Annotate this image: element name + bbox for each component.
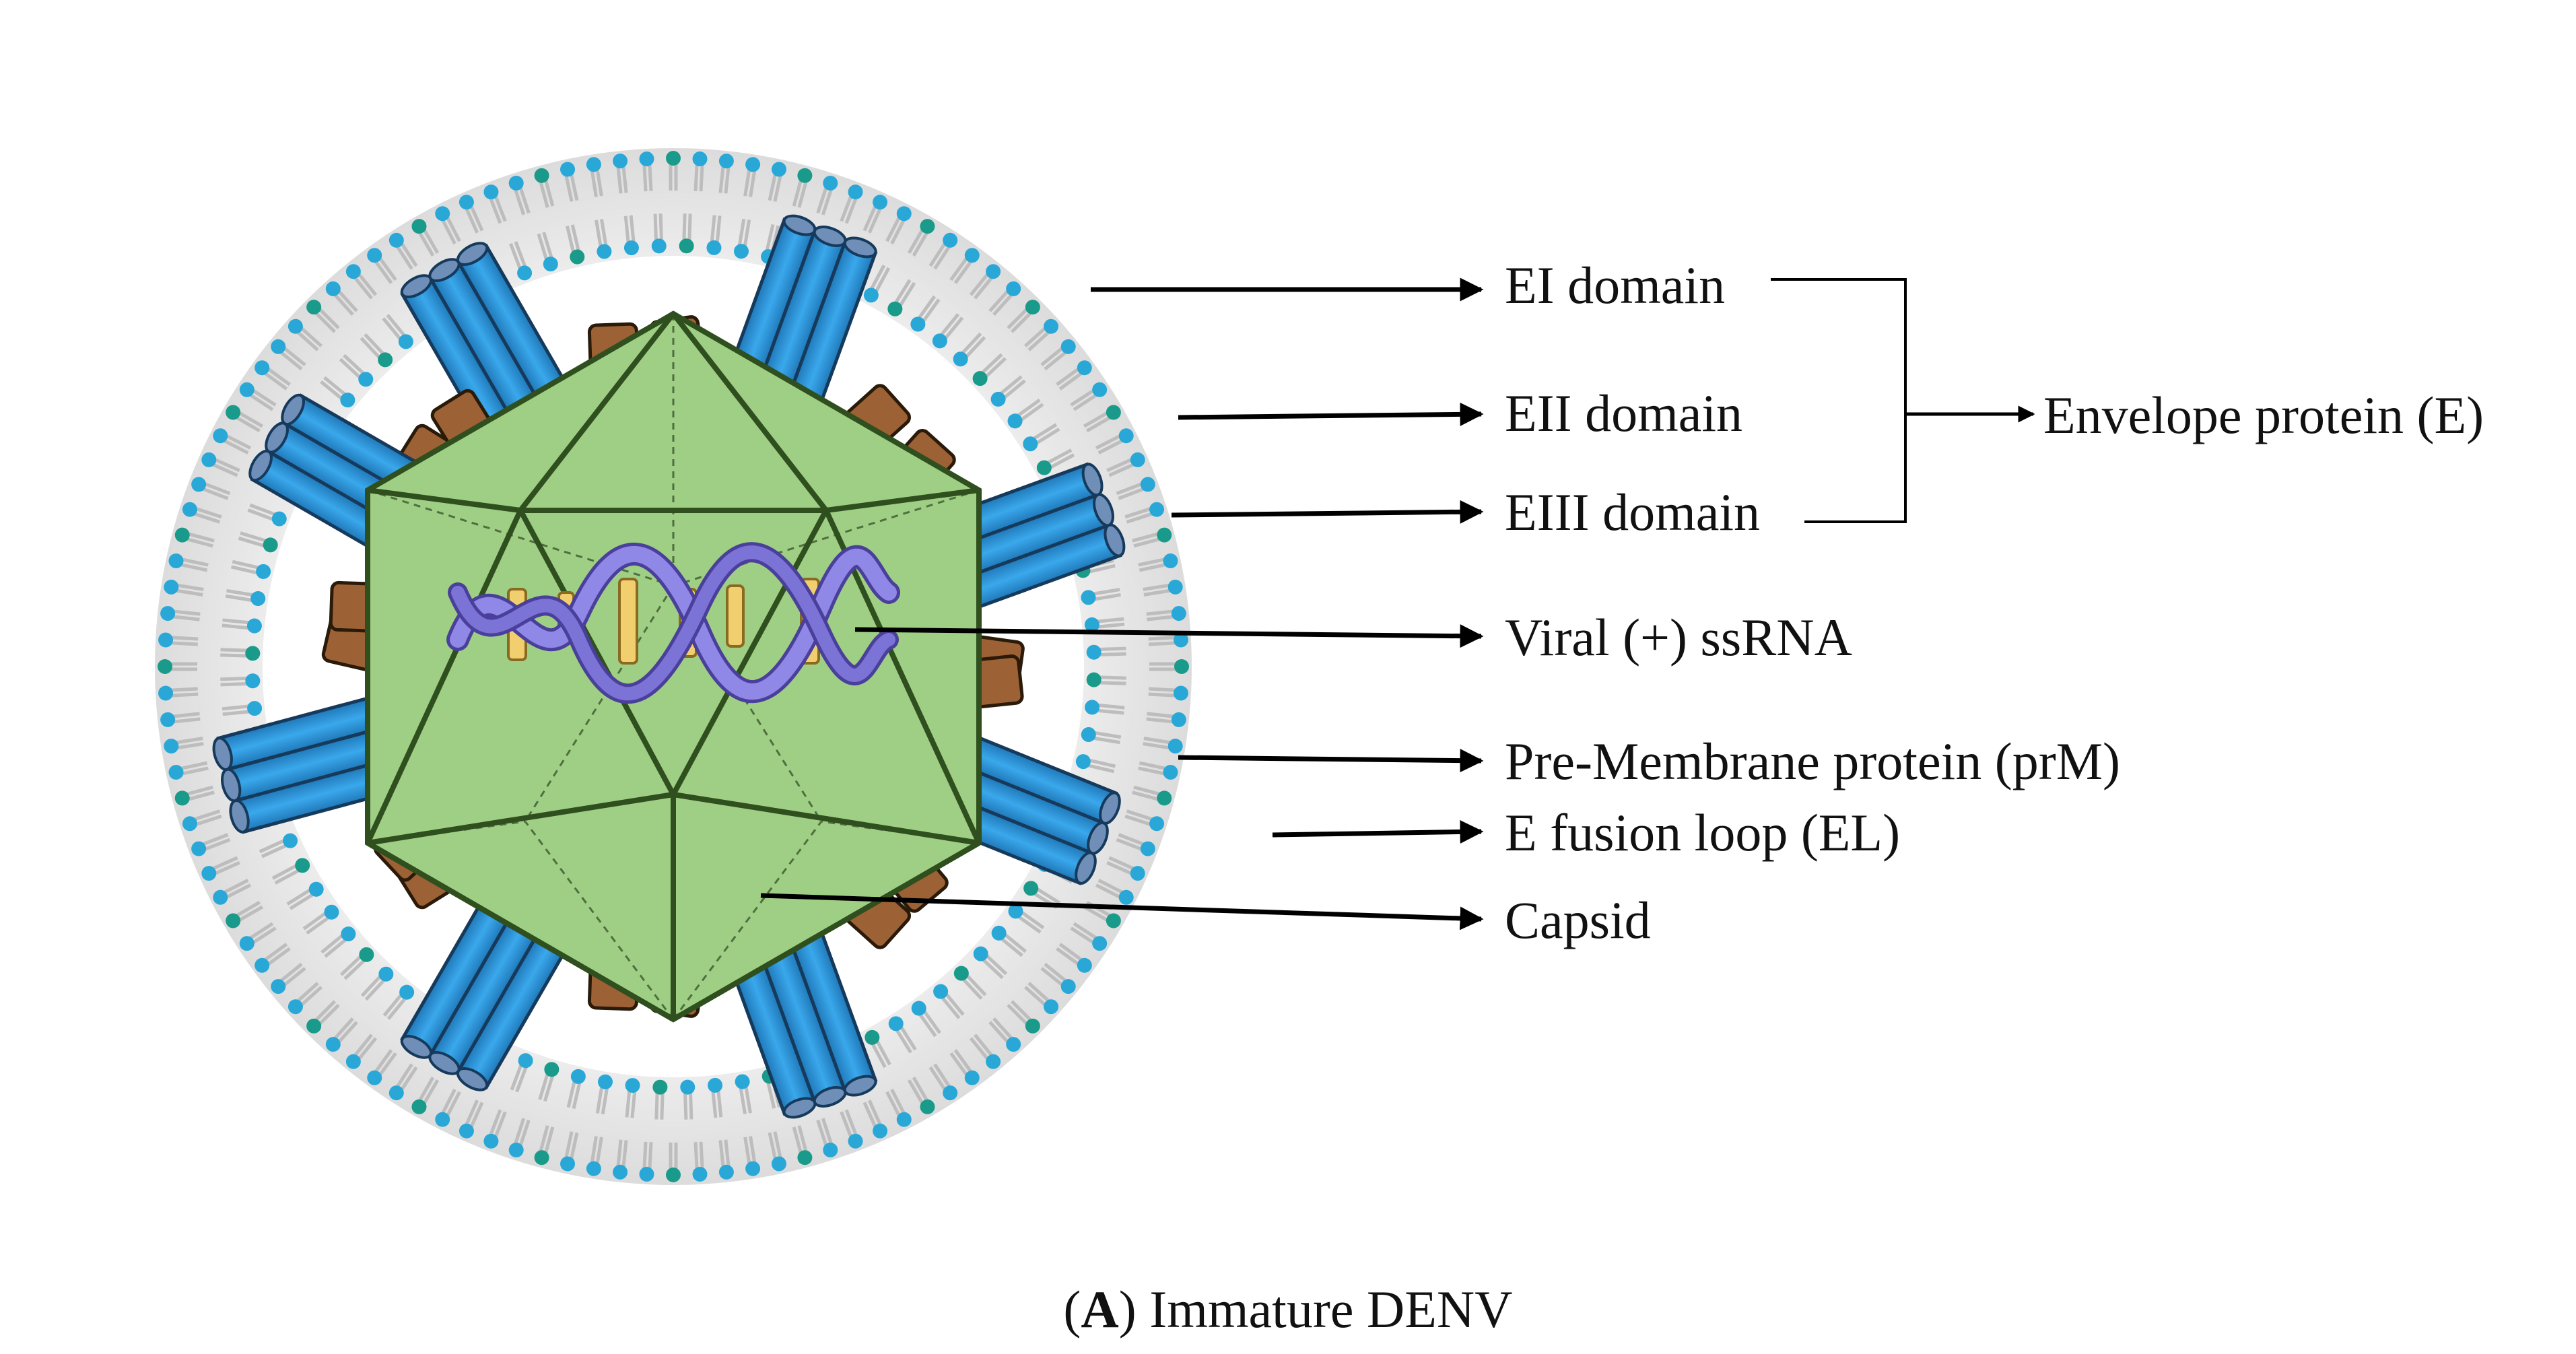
arrow-viral-ssrna [854, 624, 1484, 648]
arrow-eii-domain [1178, 402, 1484, 426]
arrow-capsid [760, 893, 1484, 930]
label-capsid: Capsid [1505, 891, 1651, 949]
caption-letter: A [1081, 1280, 1119, 1339]
virion-particle [155, 148, 1192, 1185]
bracket-e-domains [1771, 278, 1907, 523]
arrow-fusion-loop [1272, 820, 1484, 844]
label-prm: Pre-Membrane protein (prM) [1505, 732, 2121, 790]
label-envelope-protein: Envelope protein (E) [2043, 386, 2484, 444]
label-ei-domain: EI domain [1505, 256, 1726, 314]
leader-lines [760, 277, 2035, 930]
label-eii-domain: EII domain [1505, 384, 1743, 442]
arrow-eiii-domain [1171, 500, 1484, 524]
figure-caption: (A) Immature DENV [1063, 1280, 1513, 1339]
label-fusion-loop: E fusion loop (EL) [1505, 803, 1901, 862]
arrow-prm [1178, 749, 1484, 773]
caption-text: Immature DENV [1149, 1280, 1513, 1339]
label-viral-ssrna: Viral (+) ssRNA [1505, 608, 1852, 667]
label-eiii-domain: EIII domain [1505, 483, 1761, 541]
rna-helix [446, 542, 900, 704]
